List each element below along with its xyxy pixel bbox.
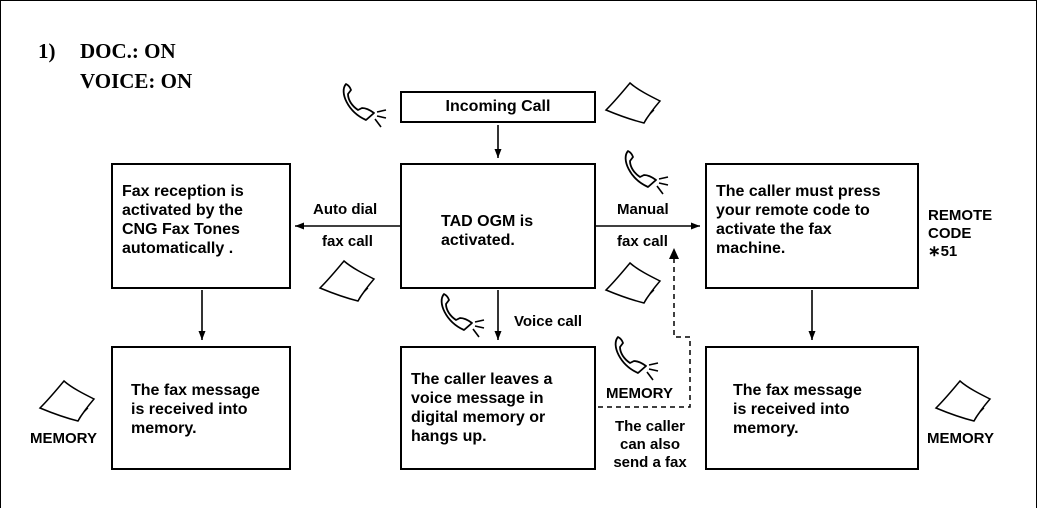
- frame-left-border: [0, 0, 1, 508]
- frame-top-border: [0, 0, 1037, 1]
- fax-memory-right-text: The fax message is received into memory.: [733, 382, 862, 437]
- memory-right-label: MEMORY: [927, 430, 994, 447]
- dashed-also-send-fax: [598, 254, 691, 408]
- memory-center-label: MEMORY: [606, 385, 673, 402]
- incoming-call-text: Incoming Call: [445, 98, 551, 115]
- paper-icon: [604, 81, 662, 124]
- remote-code-label: REMOTE CODE: [928, 207, 993, 242]
- phone-icon: [342, 83, 387, 128]
- phone-icon: [624, 150, 669, 195]
- fax-reception-text: Fax reception is activated by the CNG Fa…: [122, 183, 244, 257]
- voice-message-text: The caller leaves a voice message in dig…: [411, 371, 553, 445]
- manual-label: Manual: [617, 201, 669, 218]
- caller-press-text: The caller must press your remote code t…: [716, 183, 881, 257]
- fax-reception-box: [111, 163, 291, 289]
- mode-doc-setting: DOC.: ON: [80, 39, 176, 63]
- mode-voice-setting: VOICE: ON: [80, 69, 193, 93]
- paper-icon: [934, 379, 992, 422]
- paper-icon: [604, 261, 662, 304]
- fax-call-left-label: fax call: [322, 233, 373, 250]
- tad-ogm-box: [400, 163, 596, 289]
- memory-left-label: MEMORY: [30, 430, 97, 447]
- tad-ogm-text: TAD OGM is activated.: [441, 213, 534, 249]
- paper-icon: [318, 259, 376, 302]
- fax-memory-left-text: The fax message is received into memory.: [131, 382, 260, 437]
- voice-call-label: Voice call: [514, 313, 583, 330]
- mode-number: 1): [38, 39, 56, 63]
- voice-message-box: [400, 346, 596, 470]
- phone-icon: [614, 336, 659, 381]
- remote-code-value: ∗51: [928, 243, 958, 260]
- paper-icon: [38, 379, 96, 422]
- fax-call-right-label: fax call: [617, 233, 668, 250]
- fax-memory-left-box: [111, 346, 291, 470]
- fax-memory-right-box: [705, 346, 919, 470]
- auto-dial-label: Auto dial: [313, 201, 378, 218]
- phone-icon: [440, 293, 485, 338]
- also-send-fax-label: The caller can also send a fax: [613, 418, 687, 471]
- caller-press-box: [705, 163, 919, 289]
- incoming-call-box: [400, 91, 596, 123]
